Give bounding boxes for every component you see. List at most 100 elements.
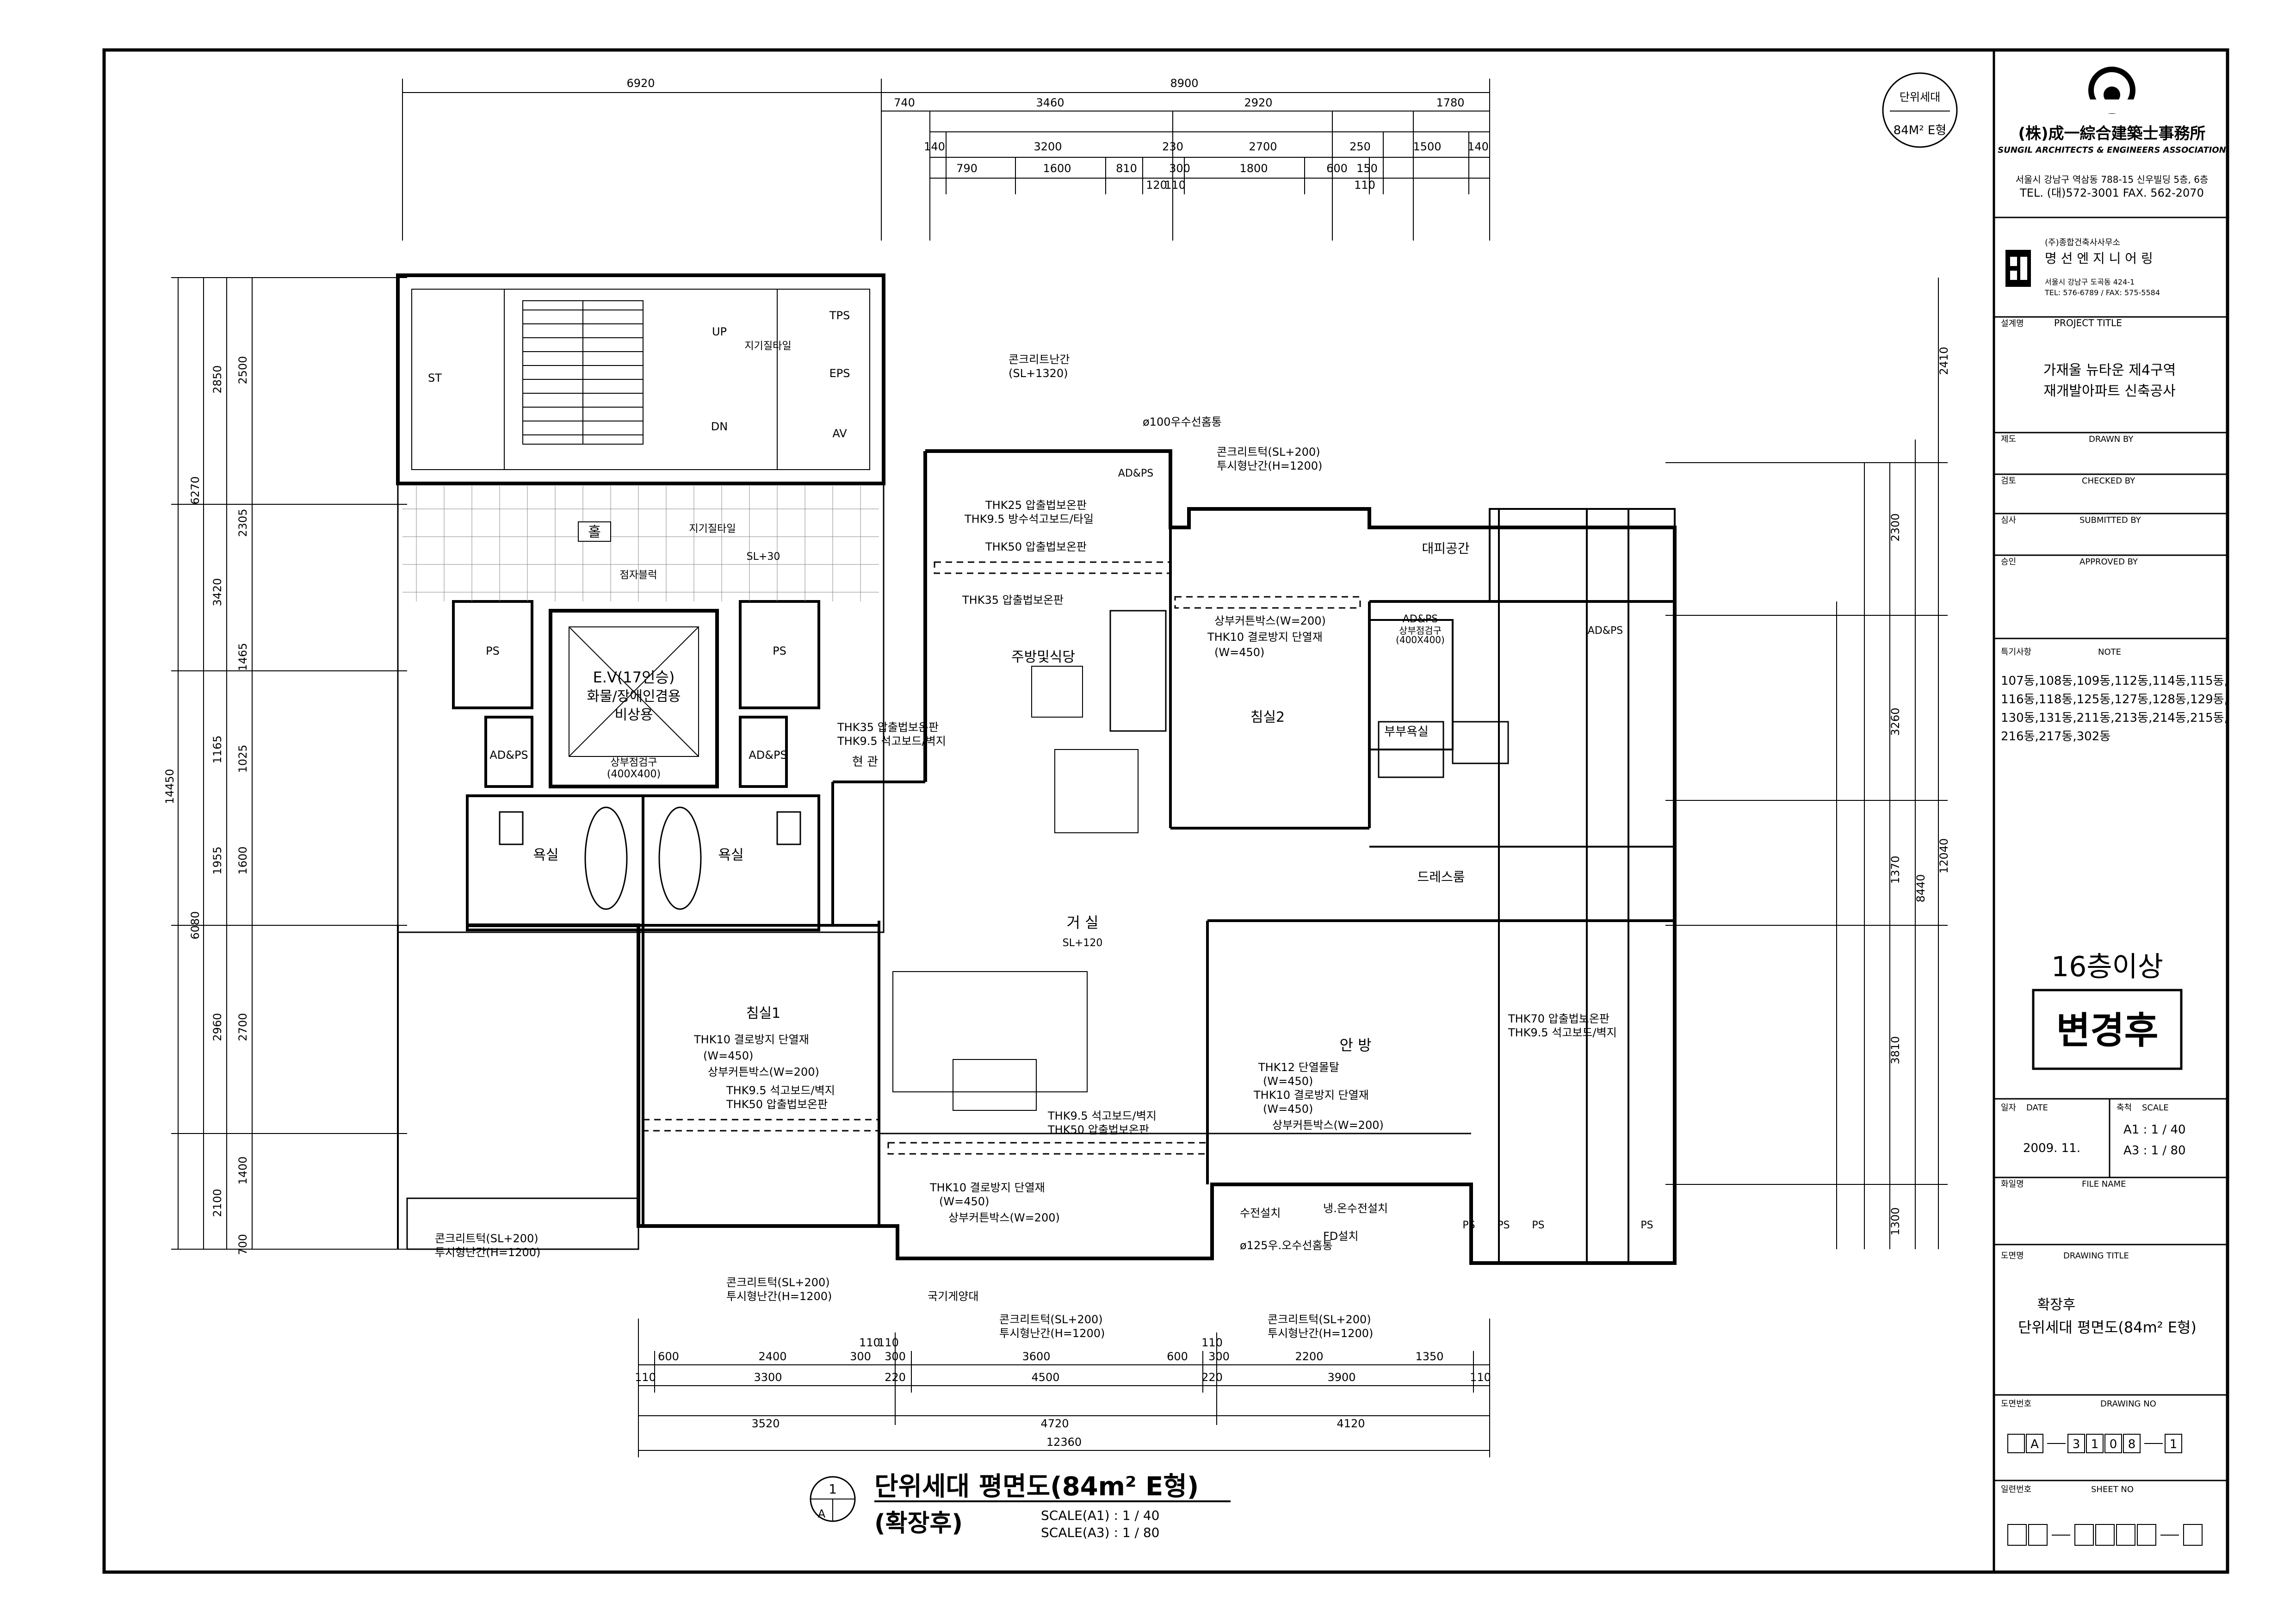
tb-dtitle-en: DRAWING TITLE — [2063, 1251, 2129, 1261]
tb-sheet-en: SHEET NO — [2091, 1485, 2134, 1494]
dim-v-1300: 1300 — [1889, 1207, 1902, 1235]
dim-790: 790 — [956, 162, 978, 175]
room-master: 안 방 — [1339, 1036, 1371, 1054]
tb-company-ko: (株)成一綜合建築士事務所 — [2018, 124, 2205, 143]
dim-b-1350: 1350 — [1415, 1350, 1443, 1363]
dim-v-1400: 1400 — [236, 1156, 249, 1184]
side-dim-text: 14450 6270 6080 2850 3420 1165 1955 2960… — [163, 347, 1950, 1255]
note-thk10-1: THK10 결로방지 단열재 — [1207, 631, 1323, 644]
dim-b-600b: 600 — [1167, 1350, 1188, 1363]
tb-dtitle-1: 확장후 — [2037, 1297, 2076, 1313]
dno-char-1b: 1 — [2170, 1437, 2178, 1451]
room-labels: 홀 E.V(17인승) 화물/장애인겸용 비상용 PS PS AD&PS AD&… — [428, 309, 1653, 1231]
dim-v-700: 700 — [236, 1234, 249, 1255]
dim-b-300c: 300 — [1208, 1350, 1230, 1363]
inspection-4: (400X400) — [1396, 634, 1445, 645]
top-dim-text: 6920 8900 740 3460 2920 1780 140 3200 23… — [626, 77, 1488, 192]
room-ps-a: PS — [486, 644, 500, 657]
dim-v-2500: 2500 — [236, 356, 249, 384]
note-thk70: THK70 압출법보온판 — [1508, 1012, 1609, 1025]
note-drain125: ø125우.오수선홈통 — [1240, 1239, 1333, 1252]
note-water: 수전설치 — [1240, 1207, 1281, 1220]
tb-dtitle-2: 단위세대 평면도(84m² E형) — [2018, 1319, 2197, 1336]
dim-b-220b: 220 — [1201, 1371, 1223, 1384]
tb-scale-a1: A1 : 1 / 40 — [2123, 1123, 2186, 1137]
dim-140a: 140 — [924, 140, 945, 153]
tb-note-4: 216동,217동,302동 — [2001, 730, 2110, 743]
dim-b-300a: 300 — [850, 1350, 871, 1363]
tb-note-ko: 특기사항 — [2001, 647, 2031, 657]
dim-1780: 1780 — [1436, 96, 1464, 109]
dim-810: 810 — [1116, 162, 1137, 175]
plan-symbol-top: 1 — [829, 1481, 837, 1497]
note-thk35b: THK35 압출법보온판 — [837, 721, 939, 734]
ps-r3: PS — [1532, 1220, 1544, 1231]
room-bed1: 침실1 — [746, 1005, 780, 1022]
dim-v-3420: 3420 — [211, 578, 224, 606]
note-thk95-bed1: THK9.5 석고보드/벽지 — [726, 1084, 835, 1097]
dim-740: 740 — [894, 96, 915, 109]
tb-project-1: 가재울 뉴타운 제4구역 — [2043, 362, 2176, 378]
dim-v-2410: 2410 — [1937, 347, 1950, 375]
tb-tel: TEL. (대)572-3001 FAX. 562-2070 — [2019, 186, 2204, 199]
adps-upper: AD&PS — [1403, 613, 1438, 625]
dim-b-3520: 3520 — [751, 1417, 780, 1430]
dim-v-2850: 2850 — [211, 365, 224, 393]
ev-shaft — [549, 609, 719, 788]
dim-2920: 2920 — [1244, 96, 1272, 109]
dim-b-3600: 3600 — [1022, 1350, 1050, 1363]
bottom-dimensions — [638, 1319, 1490, 1457]
note-thk95w: THK9.5 방수석고보드/타일 — [964, 513, 1094, 526]
note-rail-b2-1: 콘크리트턱(SL+200) — [999, 1313, 1103, 1326]
dim-b-3300: 3300 — [754, 1371, 782, 1384]
note-w450-4: (W=450) — [1263, 1103, 1313, 1115]
tb-date-ko: 일자 — [2001, 1103, 2017, 1113]
dim-600: 600 — [1326, 162, 1348, 175]
note-rail-bl-2: 투시형난간(H=1200) — [435, 1246, 540, 1259]
note-thk12: THK12 단열몰탈 — [1258, 1061, 1339, 1074]
room-av: AV — [832, 427, 847, 440]
note-rail-b3-2: 투시형난간(H=1200) — [1268, 1327, 1373, 1340]
note-thk25: THK25 압출법보온판 — [985, 499, 1087, 512]
dim-1600: 1600 — [1043, 162, 1071, 175]
tb-scale-a3: A3 : 1 / 80 — [2123, 1144, 2186, 1158]
room-refuge: 대피공간 — [1422, 541, 1469, 556]
room-living: 거 실 — [1066, 914, 1098, 931]
dim-v-1025: 1025 — [236, 744, 249, 773]
note-thk10-4: THK10 결로방지 단열재 — [929, 1181, 1045, 1194]
plan-scale-a3: SCALE(A3) : 1 / 80 — [1041, 1525, 1160, 1540]
unit-badge: 단위세대 84M² E형 — [1882, 72, 1958, 148]
tb-note-3: 130동,131동,211동,213동,214동,215동, — [2001, 711, 2228, 725]
walls — [396, 273, 1677, 1265]
dim-250: 250 — [1349, 140, 1371, 153]
tb-date-value: 2009. 11. — [2023, 1141, 2080, 1155]
titleblock-text: (株)成一綜合建築士事務所 SUNGIL ARCHITECTS & ENGINE… — [1998, 124, 2228, 1494]
tb-status: 변경후 — [2056, 1009, 2159, 1052]
dim-v-2960: 2960 — [211, 1013, 224, 1041]
dim-v-2305: 2305 — [236, 508, 249, 537]
dim-1500: 1500 — [1413, 140, 1441, 153]
dim-v-2700: 2700 — [236, 1013, 249, 1041]
dim-3460: 3460 — [1036, 96, 1064, 109]
note-thk35: THK35 압출법보온판 — [962, 594, 1064, 607]
note-rail-top-1: 콘크리트턱(SL+200) — [1217, 446, 1320, 458]
note-thk10-2: THK10 결로방지 단열재 — [693, 1033, 809, 1046]
insulation-bands — [642, 561, 1361, 1155]
dim-150: 150 — [1356, 162, 1378, 175]
dim-1800: 1800 — [1239, 162, 1268, 175]
tb-project-en: PROJECT TITLE — [2054, 317, 2122, 328]
tb-approved-ko: 승인 — [2001, 557, 2016, 567]
inspection-2: (400X400) — [607, 768, 661, 780]
note-w450-1: (W=450) — [1214, 646, 1264, 659]
note-rail-b1-2: 투시형난간(H=1200) — [726, 1290, 832, 1303]
note-thk95d: THK9.5 석고보드/벽지 — [1047, 1109, 1157, 1122]
room-bath-b: 욕실 — [718, 847, 743, 863]
tb-submitted-en: SUBMITTED BY — [2079, 515, 2141, 525]
tb-project-2: 재개발아파트 신축공사 — [2043, 383, 2176, 399]
room-kitchen: 주방및식당 — [1011, 649, 1075, 665]
dim-v-3260: 3260 — [1889, 707, 1902, 736]
dim-v-1370: 1370 — [1889, 855, 1902, 884]
note-w450-5: (W=450) — [939, 1195, 989, 1208]
dim-b-600: 600 — [658, 1350, 679, 1363]
